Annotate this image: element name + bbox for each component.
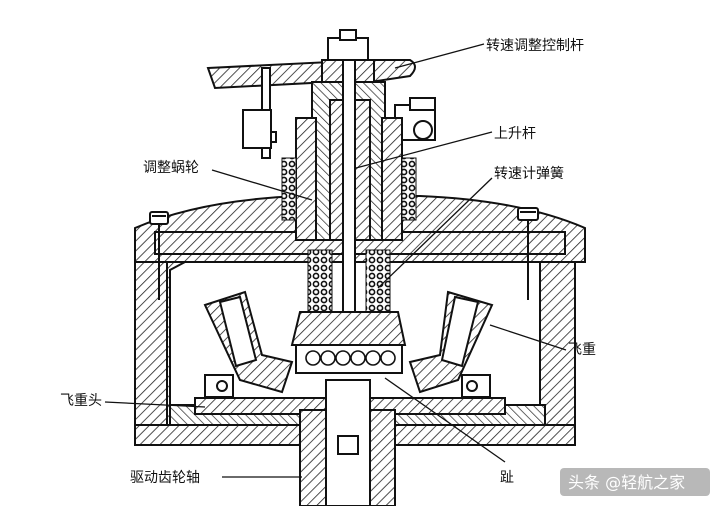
- adjusting-worm-gear: [281, 157, 417, 221]
- label-flyweight-head: 飞重头: [60, 393, 102, 409]
- flyweight-left: [203, 290, 294, 394]
- leader-toe: [384, 377, 506, 463]
- bearing: [305, 350, 396, 366]
- labels: 转速调整控制杆 上升杆 调整蜗轮 转速计弹簧 飞重 飞重头 驱动齿轮轴 趾: [60, 38, 596, 486]
- flyweight-pivot-right: [461, 374, 491, 398]
- drive-gear-shaft: [299, 379, 396, 506]
- flyweight-pivot-left: [204, 374, 234, 398]
- label-flyweight: 飞重: [568, 342, 596, 358]
- label-adjusting-worm-gear: 调整蜗轮: [143, 160, 199, 176]
- leader-lift-rod: [355, 131, 493, 169]
- label-drive-gear-shaft: 驱动齿轮轴: [130, 470, 200, 486]
- cover-screw-left: [149, 211, 169, 300]
- leader-lines: [104, 43, 567, 478]
- leader-speeder-spring: [377, 177, 493, 289]
- leader-speed-control-lever: [394, 43, 485, 69]
- speed-control-lever: [206, 59, 416, 159]
- watermark: 头条 @轻航之家: [560, 468, 710, 496]
- label-speeder-spring: 转速计弹簧: [494, 166, 564, 182]
- label-speed-control-lever: 转速调整控制杆: [486, 38, 584, 54]
- label-lift-rod: 上升杆: [494, 126, 536, 142]
- leader-flyweight: [489, 324, 567, 351]
- leader-adjusting-worm-gear: [211, 169, 313, 201]
- label-toe: 趾: [500, 470, 514, 486]
- lift-rod: [342, 59, 356, 321]
- leader-flyweight-head: [104, 401, 206, 408]
- cover-screw-right: [517, 207, 539, 300]
- watermark-text: 头条 @轻航之家: [568, 473, 685, 492]
- flyweight-right: [408, 290, 494, 394]
